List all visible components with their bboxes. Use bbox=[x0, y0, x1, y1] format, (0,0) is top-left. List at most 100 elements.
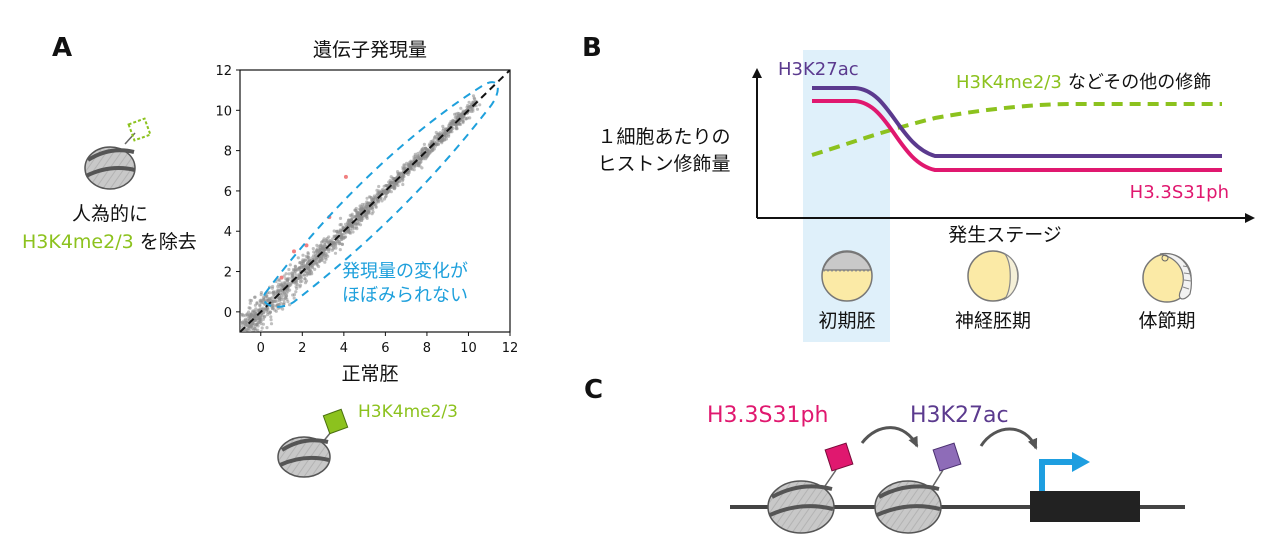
gene-point bbox=[255, 322, 259, 326]
x-tick-label: 4 bbox=[340, 341, 348, 356]
gene-point bbox=[329, 240, 333, 244]
gene-point bbox=[377, 184, 381, 189]
gene-point bbox=[398, 171, 402, 175]
no-change-envelope bbox=[262, 81, 499, 308]
gene-point bbox=[323, 260, 327, 264]
nucleosome-removed-mark-icon bbox=[84, 117, 152, 190]
identity-line bbox=[240, 70, 510, 332]
gene-point bbox=[400, 179, 404, 183]
tss-arrow-icon bbox=[1039, 459, 1074, 491]
gene-point bbox=[436, 142, 440, 147]
gene-point bbox=[333, 242, 337, 247]
gene-point bbox=[255, 301, 259, 305]
gene-point bbox=[314, 256, 318, 261]
gene-point bbox=[247, 306, 251, 310]
x-tick-label: 6 bbox=[381, 341, 389, 356]
gene-point bbox=[282, 298, 286, 302]
gene-point bbox=[247, 314, 252, 318]
gene-point bbox=[241, 335, 244, 338]
gene-point bbox=[324, 257, 328, 261]
chart-title: 遺伝子発現量 bbox=[313, 39, 427, 61]
gene-point bbox=[271, 307, 275, 311]
gene-point bbox=[235, 324, 238, 327]
gene-point bbox=[246, 336, 249, 339]
gene-point bbox=[240, 312, 244, 316]
nucleosome-h33s31ph-icon bbox=[767, 442, 854, 534]
nucleosome-h3k27ac-icon bbox=[874, 442, 962, 534]
gene-point bbox=[299, 276, 303, 280]
gene-point bbox=[342, 236, 346, 240]
gene-point bbox=[418, 164, 422, 168]
series-h3k4-tail: などその他の修飾 bbox=[1068, 72, 1211, 93]
series-h3k4-mark: H3K4me2/3 bbox=[956, 72, 1062, 93]
gene-point bbox=[365, 196, 369, 200]
gene-point bbox=[240, 322, 241, 326]
gene-point bbox=[422, 142, 426, 146]
gene-point bbox=[318, 256, 323, 261]
gene-point bbox=[306, 255, 310, 260]
y-tick-label: 10 bbox=[215, 104, 232, 119]
gene-point bbox=[277, 298, 282, 303]
gene-point bbox=[352, 215, 356, 219]
gene-point bbox=[261, 306, 265, 310]
gene-point bbox=[453, 112, 457, 116]
gene-point bbox=[234, 330, 237, 333]
gene-point bbox=[257, 308, 261, 312]
gene-point bbox=[362, 202, 366, 206]
series-h33s31ph-line bbox=[812, 99, 1222, 172]
gene-point bbox=[281, 307, 285, 311]
gene-point bbox=[249, 299, 253, 303]
gene-point bbox=[283, 292, 287, 296]
x-tick-label: 0 bbox=[257, 341, 265, 356]
gene-point bbox=[375, 192, 379, 196]
gene-point bbox=[449, 120, 453, 124]
early-embryo-icon bbox=[821, 250, 873, 302]
gene-point bbox=[413, 154, 418, 158]
stage-somite-label: 体節期 bbox=[1138, 310, 1195, 332]
gene-point bbox=[420, 148, 424, 153]
gene-point bbox=[441, 129, 445, 133]
gene-point bbox=[269, 322, 274, 326]
gene-point bbox=[331, 247, 335, 251]
gene-point bbox=[238, 334, 241, 337]
gene-point bbox=[391, 184, 396, 188]
gene-point bbox=[354, 225, 358, 229]
gene-point bbox=[258, 304, 262, 308]
gene-point bbox=[296, 256, 300, 260]
gene-point bbox=[478, 103, 482, 107]
gene-point bbox=[400, 173, 405, 177]
gene-point bbox=[260, 299, 264, 303]
series-h33s31ph-label: H3.3S31ph bbox=[1130, 182, 1229, 203]
gene-point bbox=[282, 300, 286, 304]
gene-point bbox=[247, 310, 251, 314]
gene-point bbox=[270, 286, 274, 290]
gene-point bbox=[396, 170, 400, 174]
gene-point bbox=[271, 290, 276, 294]
gene-point bbox=[288, 303, 292, 307]
gene-point bbox=[259, 330, 263, 332]
gene-point bbox=[241, 338, 244, 341]
gene-point bbox=[464, 117, 468, 121]
gene-point bbox=[247, 336, 250, 339]
removal-label-mark: H3K4me2/3 bbox=[22, 231, 134, 253]
gene-point bbox=[321, 246, 325, 250]
gene-point bbox=[311, 247, 315, 251]
gene-point bbox=[254, 312, 258, 316]
gene-point bbox=[265, 326, 269, 330]
gene-point bbox=[298, 283, 303, 287]
gene-point bbox=[297, 276, 301, 280]
gene-point bbox=[313, 267, 317, 271]
gene-point bbox=[336, 229, 340, 233]
gene-point bbox=[424, 154, 428, 159]
gene-point bbox=[470, 107, 474, 111]
gene-point bbox=[458, 122, 462, 127]
b-x-label: 発生ステージ bbox=[948, 224, 1062, 246]
gene-point bbox=[367, 201, 371, 205]
gene-point bbox=[302, 273, 306, 277]
gene-point bbox=[288, 263, 292, 267]
x-tick-label: 8 bbox=[423, 341, 431, 356]
recruit-arrow-2-icon bbox=[979, 427, 1038, 450]
gene-body bbox=[1030, 491, 1140, 522]
